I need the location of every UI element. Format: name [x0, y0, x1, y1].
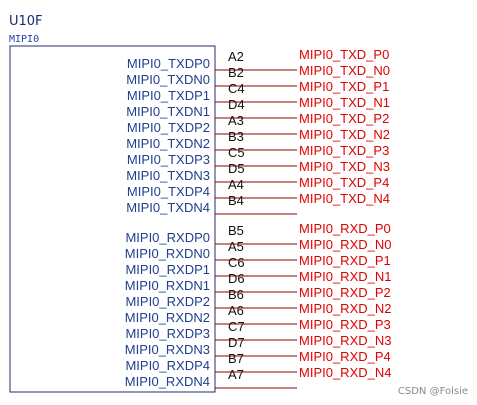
- net-label: MIPI0_TXD_N2: [299, 127, 390, 142]
- pin-label: MIPI0_TXDN0: [126, 72, 210, 87]
- pin-label: MIPI0_RXDP1: [125, 262, 210, 277]
- net-label: MIPI0_TXD_P1: [299, 79, 389, 94]
- pin-number: A4: [228, 177, 244, 192]
- net-label: MIPI0_RXD_P2: [299, 285, 391, 300]
- net-label: MIPI0_RXD_N2: [299, 301, 391, 316]
- pin-label: MIPI0_TXDN2: [126, 136, 210, 151]
- pin-label: MIPI0_TXDP2: [127, 120, 210, 135]
- pin-number: D7: [228, 335, 245, 350]
- pin-number: B6: [228, 287, 244, 302]
- net-label: MIPI0_RXD_P0: [299, 221, 391, 236]
- pin-number: C5: [228, 145, 245, 160]
- component-reference: U10F: [9, 14, 43, 29]
- pin-number: A6: [228, 303, 244, 318]
- net-label: MIPI0_TXD_N0: [299, 63, 390, 78]
- pin-number: A5: [228, 239, 244, 254]
- watermark: CSDN @Folsie: [398, 386, 468, 397]
- pin-number: D4: [228, 97, 245, 112]
- net-label: MIPI0_TXD_P2: [299, 111, 389, 126]
- pin-number: C6: [228, 255, 245, 270]
- pin-label: MIPI0_TXDP1: [127, 88, 210, 103]
- pin-label: MIPI0_RXDP2: [125, 294, 210, 309]
- net-label: MIPI0_TXD_N1: [299, 95, 390, 110]
- pin-number: B7: [228, 351, 244, 366]
- pin-label: MIPI0_RXDN0: [125, 246, 210, 261]
- pin-label: MIPI0_RXDP0: [125, 230, 210, 245]
- pin-number: D6: [228, 271, 245, 286]
- pin-number: B4: [228, 193, 244, 208]
- pin-label: MIPI0_RXDN4: [125, 374, 210, 389]
- net-label: MIPI0_TXD_P0: [299, 47, 389, 62]
- net-label: MIPI0_TXD_N4: [299, 191, 390, 206]
- pin-label: MIPI0_TXDN3: [126, 168, 210, 183]
- net-label: MIPI0_TXD_P4: [299, 175, 389, 190]
- net-label: MIPI0_RXD_P1: [299, 253, 391, 268]
- pin-number: A7: [228, 367, 244, 382]
- pin-number: C4: [228, 81, 245, 96]
- net-label: MIPI0_RXD_P3: [299, 317, 391, 332]
- pin-label: MIPI0_TXDN4: [126, 200, 210, 215]
- pin-number: D5: [228, 161, 245, 176]
- pin-label: MIPI0_TXDP3: [127, 152, 210, 167]
- pin-number: A3: [228, 113, 244, 128]
- net-label: MIPI0_RXD_N0: [299, 237, 391, 252]
- pin-label: MIPI0_TXDN1: [126, 104, 210, 119]
- pin-number: B3: [228, 129, 244, 144]
- pin-label: MIPI0_RXDP3: [125, 326, 210, 341]
- net-label: MIPI0_RXD_N3: [299, 333, 391, 348]
- pin-label: MIPI0_RXDP4: [125, 358, 210, 373]
- net-label: MIPI0_TXD_N3: [299, 159, 390, 174]
- component-body: [9, 45, 216, 393]
- pin-number: B5: [228, 223, 244, 238]
- pin-number: B2: [228, 65, 244, 80]
- net-label: MIPI0_RXD_P4: [299, 349, 391, 364]
- unit-label: MIPI0: [9, 34, 39, 45]
- net-label: MIPI0_RXD_N1: [299, 269, 391, 284]
- pin-number: C7: [228, 319, 245, 334]
- pin-label: MIPI0_TXDP4: [127, 184, 210, 199]
- pin-label: MIPI0_RXDN2: [125, 310, 210, 325]
- net-label: MIPI0_RXD_N4: [299, 365, 391, 380]
- pin-label: MIPI0_TXDP0: [127, 56, 210, 71]
- pin-number: A2: [228, 49, 244, 64]
- pin-label: MIPI0_RXDN1: [125, 278, 210, 293]
- net-label: MIPI0_TXD_P3: [299, 143, 389, 158]
- pin-label: MIPI0_RXDN3: [125, 342, 210, 357]
